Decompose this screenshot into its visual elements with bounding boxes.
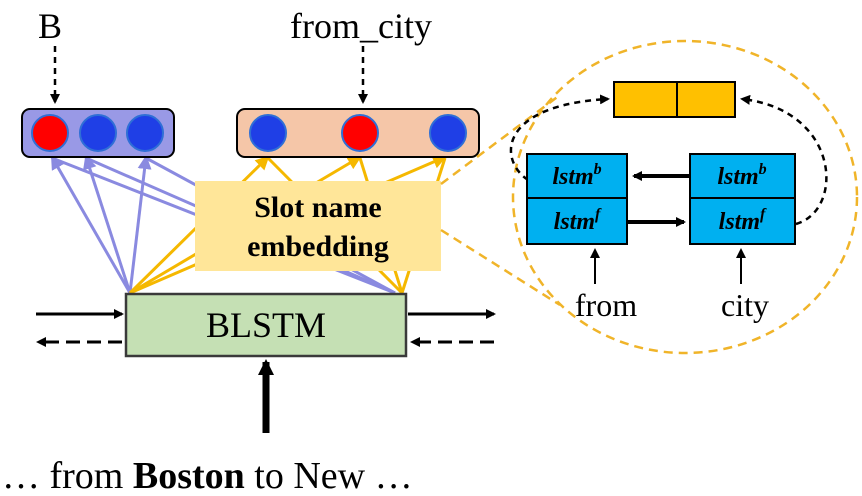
- curved-arrow-left: [509, 94, 610, 182]
- input-sentence-prefix: … from: [2, 455, 133, 496]
- concat-rect-right: [676, 81, 736, 118]
- lstm-cell-right-forward: [689, 197, 796, 245]
- lstm-right-forward-label: lstmf: [719, 206, 767, 235]
- lstm-cell-right-backward: [689, 153, 796, 199]
- slot-name-line1: Slot name: [254, 191, 382, 224]
- lstm-left-backward-label: lstmb: [552, 161, 601, 190]
- red-circle-icon: [341, 114, 379, 152]
- blue-circle-icon: [429, 114, 467, 152]
- input-sentence: … from Boston to New …: [2, 455, 413, 496]
- zoom-line-bottom: [440, 228, 561, 307]
- blue-circle-icon: [79, 114, 117, 152]
- slot-name-line2: embedding: [247, 230, 389, 263]
- concat-rect-left: [613, 81, 678, 118]
- blstm-label: BLSTM: [206, 305, 326, 345]
- word-city-label: city: [721, 287, 769, 323]
- word-from-label: from: [575, 287, 637, 323]
- input-sentence-bold: Boston: [133, 455, 245, 496]
- blstm-box: [124, 292, 408, 358]
- tag-from-city-label: from_city: [290, 6, 432, 46]
- slot-name-embedding-box: [195, 181, 441, 271]
- red-circle-icon: [31, 114, 69, 152]
- lstm-left-forward-label: lstmf: [554, 206, 602, 235]
- zoom-line-top: [440, 93, 561, 186]
- lstm-right-backward-label: lstmb: [717, 161, 766, 190]
- tag-b-label: B: [38, 6, 62, 46]
- input-sentence-suffix: to New …: [245, 455, 413, 496]
- blue-circle-icon: [249, 114, 287, 152]
- blue-circle-icon: [126, 114, 164, 152]
- zoom-circle: [511, 39, 859, 355]
